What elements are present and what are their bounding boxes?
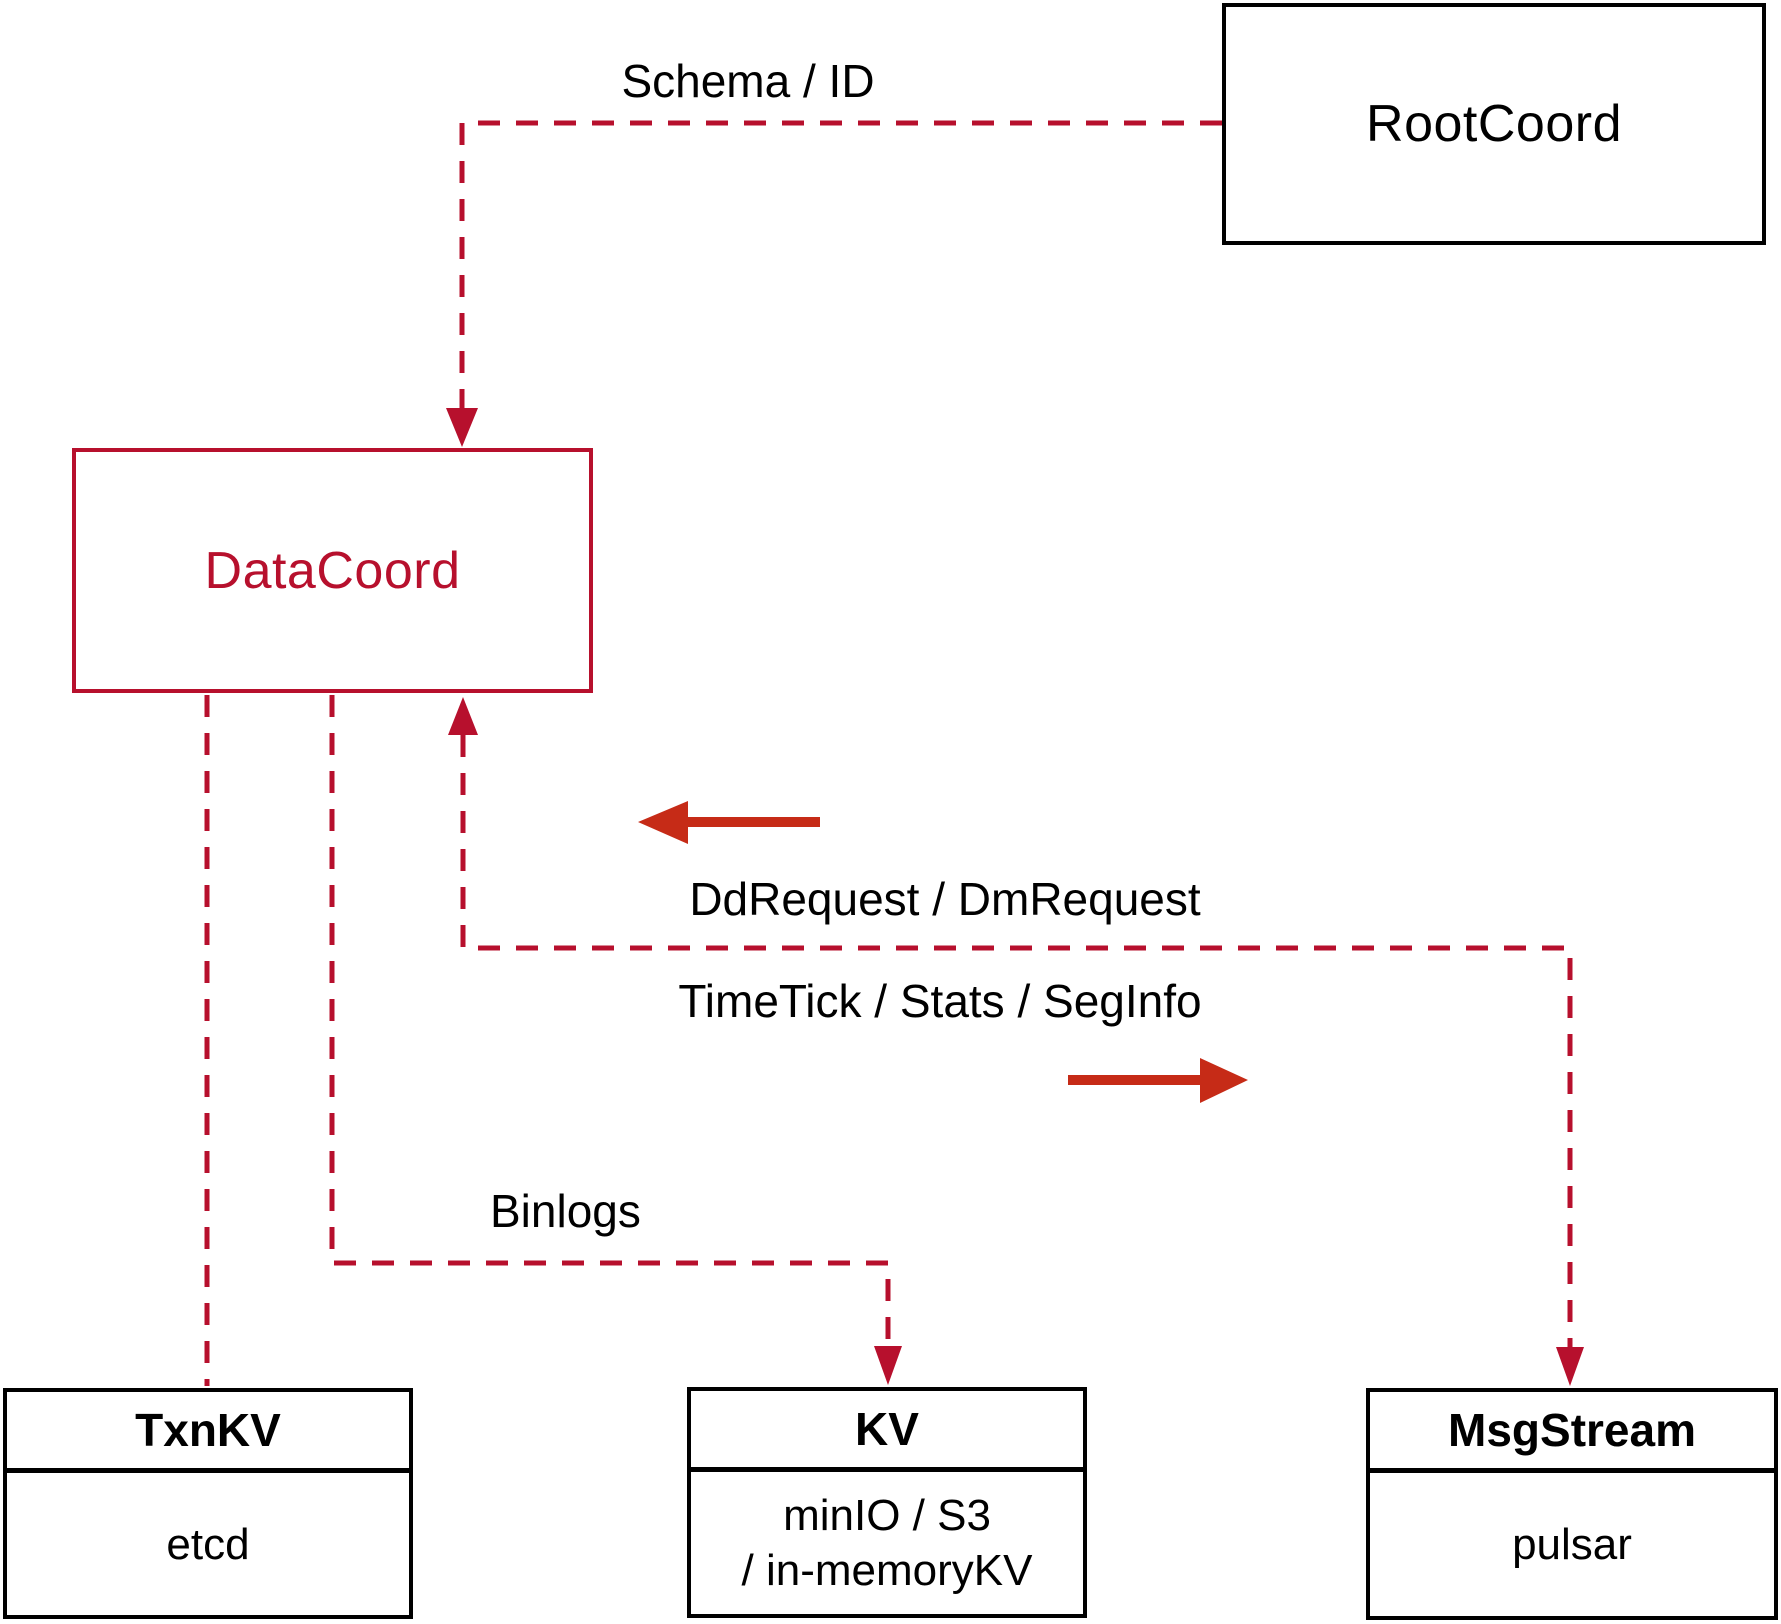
edge-label-binlogs: Binlogs xyxy=(490,1185,641,1237)
node-txnkv-title: TxnKV xyxy=(7,1392,409,1473)
arrowhead-into-datacoord-bottom xyxy=(448,697,478,735)
node-rootcoord: RootCoord xyxy=(1222,3,1766,245)
edge-label-schema-id: Schema / ID xyxy=(621,55,875,107)
node-kv-title: KV xyxy=(691,1391,1083,1472)
node-kv-body-line2: / in-memoryKV xyxy=(741,1546,1033,1595)
edge-label-timetick: TimeTick / Stats / SegInfo xyxy=(678,975,1202,1027)
arrowhead-into-kv-top xyxy=(874,1346,902,1385)
node-kv: KV minIO / S3 / in-memoryKV xyxy=(687,1387,1087,1618)
left-direction-arrow xyxy=(638,801,820,844)
node-datacoord: DataCoord xyxy=(72,448,593,693)
node-txnkv: TxnKV etcd xyxy=(3,1388,413,1619)
node-msgstream-body: pulsar xyxy=(1512,1520,1632,1569)
node-rootcoord-label: RootCoord xyxy=(1366,95,1622,153)
node-txnkv-body: etcd xyxy=(166,1519,250,1569)
edge-datacoord-to-msgstream xyxy=(460,735,1573,1347)
arrowhead-into-datacoord-top xyxy=(446,408,478,447)
node-msgstream-title: MsgStream xyxy=(1370,1392,1774,1473)
edge-label-ddrequest: DdRequest / DmRequest xyxy=(689,873,1201,925)
edge-datacoord-to-kv xyxy=(329,695,891,1346)
node-msgstream: MsgStream pulsar xyxy=(1366,1388,1778,1620)
arrowhead-into-msgstream-top xyxy=(1556,1347,1584,1386)
node-datacoord-label: DataCoord xyxy=(204,541,461,600)
node-kv-body-line1: minIO / S3 xyxy=(783,1491,991,1540)
right-direction-arrow xyxy=(1068,1058,1248,1103)
edge-rootcoord-to-datacoord xyxy=(459,120,1222,408)
